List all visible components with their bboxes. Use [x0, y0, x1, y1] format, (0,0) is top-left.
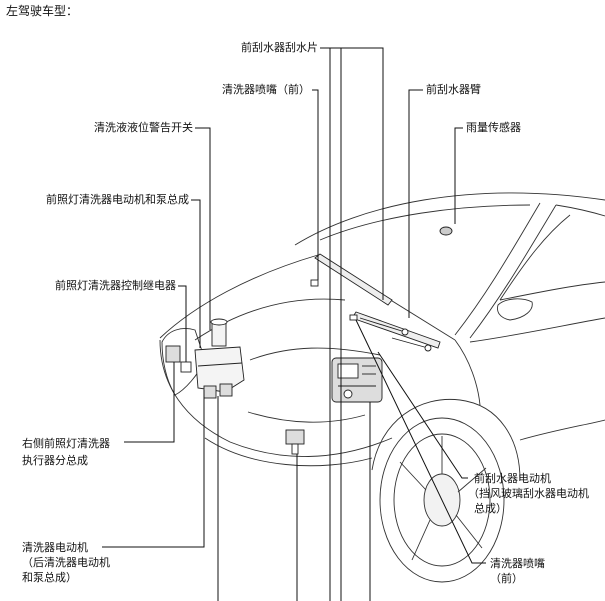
lower-bumper	[204, 437, 373, 467]
leader-line-washer-nozzle-top	[312, 89, 319, 280]
windshield-top-edge	[319, 204, 531, 241]
leader-line-headlamp-washer-actuator	[124, 362, 175, 443]
label-headlamp-washer-motor: 前照灯清洗器电动机和泵总成	[46, 193, 189, 206]
wiper-blade-driver	[314, 253, 393, 306]
label-line: 前刮水器电动机	[474, 472, 551, 485]
wiper-motor	[331, 357, 383, 403]
label-headlamp-washer-actuator: 右侧前照灯清洗器 执行器分总成	[22, 435, 110, 469]
label-washer-nozzle-front-bottom: 清洗器喷嘴 （前）	[490, 556, 545, 586]
rain-sensor	[439, 226, 453, 236]
side-window-top	[555, 204, 605, 217]
label-wiper-arm: 前刮水器臂	[426, 83, 481, 96]
beltline	[469, 317, 605, 343]
leader-line-headlamp-washer-relay	[178, 285, 187, 362]
grille-line	[247, 411, 366, 423]
label-line: （后清洗器电动机	[22, 556, 110, 569]
label-line: （前）	[490, 572, 523, 585]
label-line: 清洗器电动机	[22, 541, 88, 554]
wiper-arm-line-2	[391, 337, 429, 349]
label-headlamp-washer-relay: 前照灯清洗器控制继电器	[55, 279, 176, 292]
leader-line-wiper-arm	[408, 89, 423, 318]
side-mirror	[497, 298, 533, 321]
leader-line-rain-sensor	[454, 127, 463, 224]
body-lower-side	[519, 419, 605, 441]
wiper-blade-passenger	[351, 311, 441, 349]
wheel-arch	[371, 398, 521, 481]
front-fender	[454, 339, 481, 406]
label-line: 清洗器喷嘴	[490, 557, 545, 570]
label-washer-motor: 清洗器电动机 （后清洗器电动机 和泵总成）	[22, 540, 110, 585]
label-wiper-blade: 前刮水器刮水片	[241, 41, 318, 54]
leader-line-washer-nozzle-bottom	[355, 319, 486, 564]
leader-line-headlamp-washer-motor	[191, 199, 201, 348]
wheel-spokes	[399, 436, 487, 561]
wiper-pivot-2	[424, 344, 432, 352]
label-line: 和泵总成）	[22, 571, 77, 584]
front-nozzle-assembly	[285, 429, 305, 455]
side-window-front	[499, 214, 571, 301]
side-window-bottom	[499, 281, 605, 301]
label-line: 执行器分总成	[22, 454, 88, 467]
leader-line-wiper-motor	[377, 351, 468, 479]
hood-crease-upper	[194, 298, 346, 341]
washer-reservoir	[194, 318, 245, 399]
label-rain-sensor: 雨量传感器	[466, 121, 521, 134]
a-pillar-outer	[469, 204, 557, 339]
leader-line-level-switch	[195, 127, 211, 330]
headlamp-washer-relay	[180, 361, 192, 373]
wiper-pivot-1	[401, 328, 409, 336]
label-level-switch: 清洗液液位警告开关	[94, 121, 193, 134]
a-pillar-inner	[454, 202, 541, 336]
washer-nozzle-2	[349, 314, 358, 321]
headlamp-washer-actuator	[165, 345, 181, 363]
label-line: 总成）	[474, 502, 507, 515]
label-line: 右侧前照灯清洗器	[22, 437, 110, 450]
hood-front-edge	[159, 254, 319, 339]
roof-outline	[294, 192, 605, 246]
hood-crease-lower	[249, 347, 381, 361]
label-wiper-motor: 前刮水器电动机 （挡风玻璃刮水器电动机 总成）	[468, 471, 589, 516]
label-line: （挡风玻璃刮水器电动机	[468, 487, 589, 500]
headlamp	[161, 328, 206, 396]
page-heading: 左驾驶车型：	[6, 4, 79, 18]
wiper-arm-line-1	[359, 317, 406, 333]
label-washer-nozzle-front-top: 清洗器喷嘴（前）	[222, 83, 310, 96]
washer-nozzle-top	[310, 279, 319, 287]
leader-line-washer-motor	[102, 390, 205, 548]
